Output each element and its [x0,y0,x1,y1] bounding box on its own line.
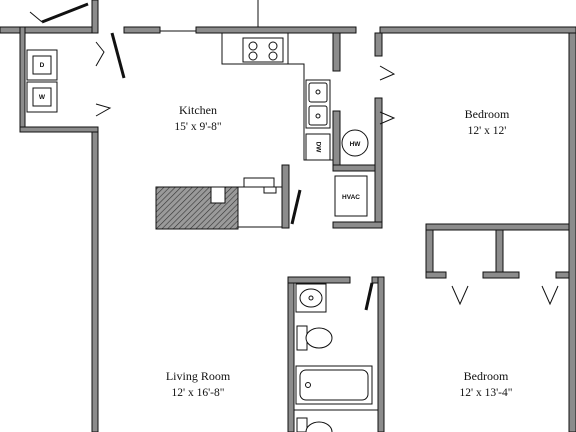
right-exterior-wall [568,32,576,432]
top-wall-kitchen-b [195,26,357,34]
bath-left-wall [287,276,295,432]
laundry-bottom-wall [19,126,99,133]
entry-door-jamb [29,11,43,23]
hvac-box [334,175,368,217]
closet-top-wall [332,164,376,172]
range [242,37,284,63]
hvac-label: HVAC [342,194,360,201]
closet2-right-return [555,271,570,279]
closet-mid-return [482,271,520,279]
dishwasher-label: DW [314,142,321,154]
drain-1 [315,89,321,95]
room-labels: Kitchen 15' x 9'-8" Bedroom 12' x 12' Li… [166,103,513,399]
top-wall-left [0,26,21,34]
closet1-door [451,285,469,306]
bathtub-inner [299,369,369,401]
range-top [242,37,284,63]
closet-divider-wall [495,229,504,279]
dishwasher: DW [305,133,331,161]
closet1-left-return [425,271,447,279]
hvac-unit: HVAC [334,175,368,217]
drain-2 [315,113,321,119]
bath-door-leaf [364,282,374,311]
refrigerator [237,186,283,228]
laundry-door-leaf [110,32,126,79]
laundry-door-swing-b [95,103,112,117]
top-wall-kitchen-a [123,26,161,34]
hvac-bottom-wall [332,221,383,229]
bath-right-wall [377,276,385,432]
bath-top-wall [287,276,351,284]
bedroom2-name: Bedroom [464,369,509,383]
burner-4 [268,51,278,61]
entry-wall-top [91,0,99,34]
vanity-drain [308,295,314,301]
top-wall-laundry [19,26,99,34]
washer-inner [32,87,52,107]
water-heater-label: HW [350,141,362,148]
burner-2 [268,41,278,51]
peninsula-cutout [210,186,226,204]
washer-label: W [39,94,46,101]
burner-3 [248,51,258,61]
partition-mid [332,110,341,166]
entry-door-leaf [41,2,89,24]
bedroom-door-b [379,111,396,125]
partition-upper [332,32,341,72]
bedroom2-dims: 12' x 13'-4" [460,387,513,399]
dryer-inner [32,55,52,75]
bedroom-wall-upper [374,32,383,57]
bedroom1-name: Bedroom [465,107,510,121]
bedroom-divider-wall [425,223,576,231]
living-room-dims: 12' x 16'-8" [172,387,225,399]
toilet-bowl [305,327,333,349]
kitchen-closet-door [290,189,302,225]
kitchen-stub-wall [281,164,290,229]
top-wall-bedroom [379,26,576,34]
bathtub-drain [305,382,311,388]
doors [29,2,559,311]
bedroom-door-a [379,65,396,81]
burner-1 [248,41,258,51]
toilet2-tank [296,417,308,432]
laundry-door-swing-a [95,41,105,67]
refrigerator-top [243,177,275,188]
bedroom1-dims: 12' x 12' [468,125,507,137]
kitchen-peninsula [155,186,239,230]
water-heater: HW [341,129,369,157]
kitchen-name: Kitchen [179,103,217,117]
dishwasher-box [305,133,331,161]
windows [160,0,259,32]
kitchen-dims: 15' x 9'-8" [174,121,221,133]
closet2-door [541,285,559,306]
living-room-name: Living Room [166,369,231,383]
bedroom-wall-lower [374,97,383,229]
water-heater-circle [341,129,369,157]
refrigerator-handle [263,186,277,194]
closet1-left-wall [425,229,434,279]
dryer-label: D [40,62,45,69]
living-left-wall [91,131,99,432]
bathroom [294,283,378,432]
laundry: D W [26,49,58,113]
toilet2-bowl [305,421,333,432]
kitchen-sink [305,79,331,129]
laundry-left-wall [19,26,26,133]
